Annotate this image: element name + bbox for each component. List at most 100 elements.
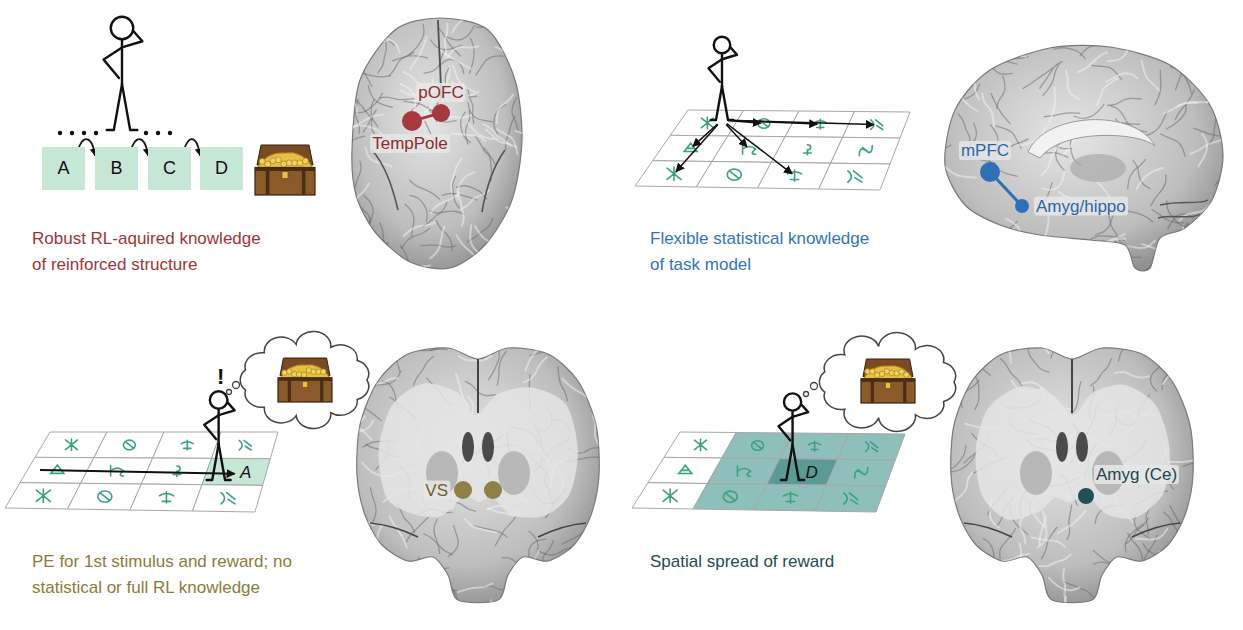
brain-sulcus bbox=[352, 184, 369, 214]
brain-sulcus bbox=[1044, 113, 1080, 117]
cell-letter: D bbox=[805, 464, 817, 483]
brain-sulcus bbox=[1049, 578, 1080, 590]
brain-sulcus bbox=[383, 563, 416, 573]
ellipsis-dot bbox=[70, 131, 74, 135]
brain-sulcus bbox=[983, 538, 994, 568]
brain-outline bbox=[945, 45, 1223, 270]
brain-sulcus bbox=[1194, 240, 1204, 273]
state-letter: C bbox=[163, 158, 176, 179]
brain-texture bbox=[318, 0, 549, 292]
brain-sulcus bbox=[951, 548, 967, 578]
brain-sulcus bbox=[1049, 87, 1055, 122]
chest-lock bbox=[885, 382, 890, 388]
brain-sulcus bbox=[944, 165, 976, 177]
treasure-chest bbox=[255, 145, 315, 195]
temporal-fissure bbox=[964, 523, 1012, 537]
grid-glyph bbox=[123, 440, 135, 450]
panel-caption: Flexible statistical knowledge of task m… bbox=[650, 226, 882, 278]
region-marker: pOFC bbox=[432, 104, 450, 122]
grid-glyph bbox=[173, 466, 181, 476]
brain-render bbox=[936, 325, 1227, 630]
brain-sulcus bbox=[356, 201, 370, 230]
brain-sulcus bbox=[355, 500, 374, 525]
brain-sulcus bbox=[1169, 455, 1203, 462]
cloud-bubble bbox=[811, 383, 818, 390]
figure-head bbox=[714, 37, 731, 54]
grid-glyph bbox=[98, 491, 112, 502]
brain-sulcus bbox=[343, 421, 374, 433]
state-box: B bbox=[95, 147, 138, 190]
grid-cell bbox=[771, 137, 842, 164]
grid-cell bbox=[819, 163, 890, 190]
brain-sulcus bbox=[523, 551, 539, 582]
brain-sulcus bbox=[449, 526, 459, 557]
brain-sulcus bbox=[357, 251, 387, 269]
brain-sulcus bbox=[953, 208, 965, 241]
brain-sulcus bbox=[378, 40, 387, 73]
brain-sulcus bbox=[1015, 543, 1021, 577]
brain-sulcus bbox=[488, 601, 507, 627]
temporal-fissure bbox=[538, 523, 586, 537]
brain-sulcus bbox=[1028, 325, 1048, 353]
corpus-callosum bbox=[1028, 120, 1155, 158]
chest-body bbox=[255, 168, 315, 196]
state-box: A bbox=[42, 147, 85, 190]
brain-sulcus bbox=[996, 554, 1029, 565]
grid-cell bbox=[94, 432, 164, 458]
ventricle bbox=[482, 432, 494, 462]
grid-glyph bbox=[36, 489, 50, 502]
connector bbox=[422, 115, 433, 118]
brain-sulcus bbox=[365, 556, 391, 575]
grid-glyph bbox=[743, 144, 756, 154]
brain-sulcus bbox=[445, 24, 448, 59]
brain-sulcus bbox=[361, 0, 385, 16]
state-box: D bbox=[200, 147, 243, 190]
brain-sulcus bbox=[957, 559, 980, 577]
brain-sulcus bbox=[391, 338, 400, 372]
brain-sulcus bbox=[458, 583, 492, 592]
brain-sulcus bbox=[1199, 244, 1219, 272]
brain-sulcus bbox=[967, 42, 981, 75]
cerebellum-line bbox=[1160, 200, 1208, 205]
brain-sulcus bbox=[1080, 44, 1110, 56]
grid-glyph bbox=[679, 465, 692, 473]
grid-cell bbox=[838, 434, 906, 461]
grid-cell bbox=[754, 484, 826, 511]
ellipsis-dot bbox=[58, 131, 62, 135]
midline-fissure bbox=[477, 359, 479, 413]
stick-figure bbox=[204, 391, 234, 480]
brain-render bbox=[329, 326, 632, 630]
brain-sulcus bbox=[563, 379, 591, 401]
figure-arm bbox=[709, 59, 723, 82]
grid-glyph bbox=[695, 439, 707, 450]
grid-glyph bbox=[804, 145, 812, 155]
brain-sulcus bbox=[506, 207, 535, 226]
gold-coin bbox=[899, 369, 904, 374]
grid-glyph bbox=[855, 467, 868, 477]
grid-glyph bbox=[752, 441, 764, 451]
brain-sulcus bbox=[997, 76, 1005, 109]
brain-sulcus bbox=[358, 559, 376, 587]
brain-sulcus bbox=[334, 93, 357, 114]
brain-sulcus bbox=[1032, 537, 1065, 546]
brain-sulcus bbox=[342, 136, 365, 159]
brain-sulcus bbox=[1127, 569, 1153, 592]
brain-sulcus bbox=[1065, 597, 1078, 628]
brain-sulcus bbox=[589, 533, 599, 565]
brain-sulcus bbox=[1211, 262, 1240, 281]
brain-sulcus bbox=[392, 56, 427, 61]
brain-sulcus bbox=[1141, 246, 1160, 273]
region-marker: mPFC bbox=[980, 162, 1000, 182]
brain-sulcus bbox=[1107, 98, 1141, 105]
brain-sulcus bbox=[329, 602, 358, 611]
brain-sulcus bbox=[921, 78, 945, 103]
brain-sulcus bbox=[359, 45, 375, 75]
brain-sulcus bbox=[475, 226, 503, 241]
brain-sulcus bbox=[1112, 592, 1122, 624]
thought-cloud bbox=[804, 333, 956, 432]
brain-sulcus bbox=[385, 565, 395, 598]
brain-sulcus bbox=[456, 186, 487, 199]
stick-figure bbox=[709, 37, 738, 120]
figure-leg bbox=[781, 445, 793, 480]
